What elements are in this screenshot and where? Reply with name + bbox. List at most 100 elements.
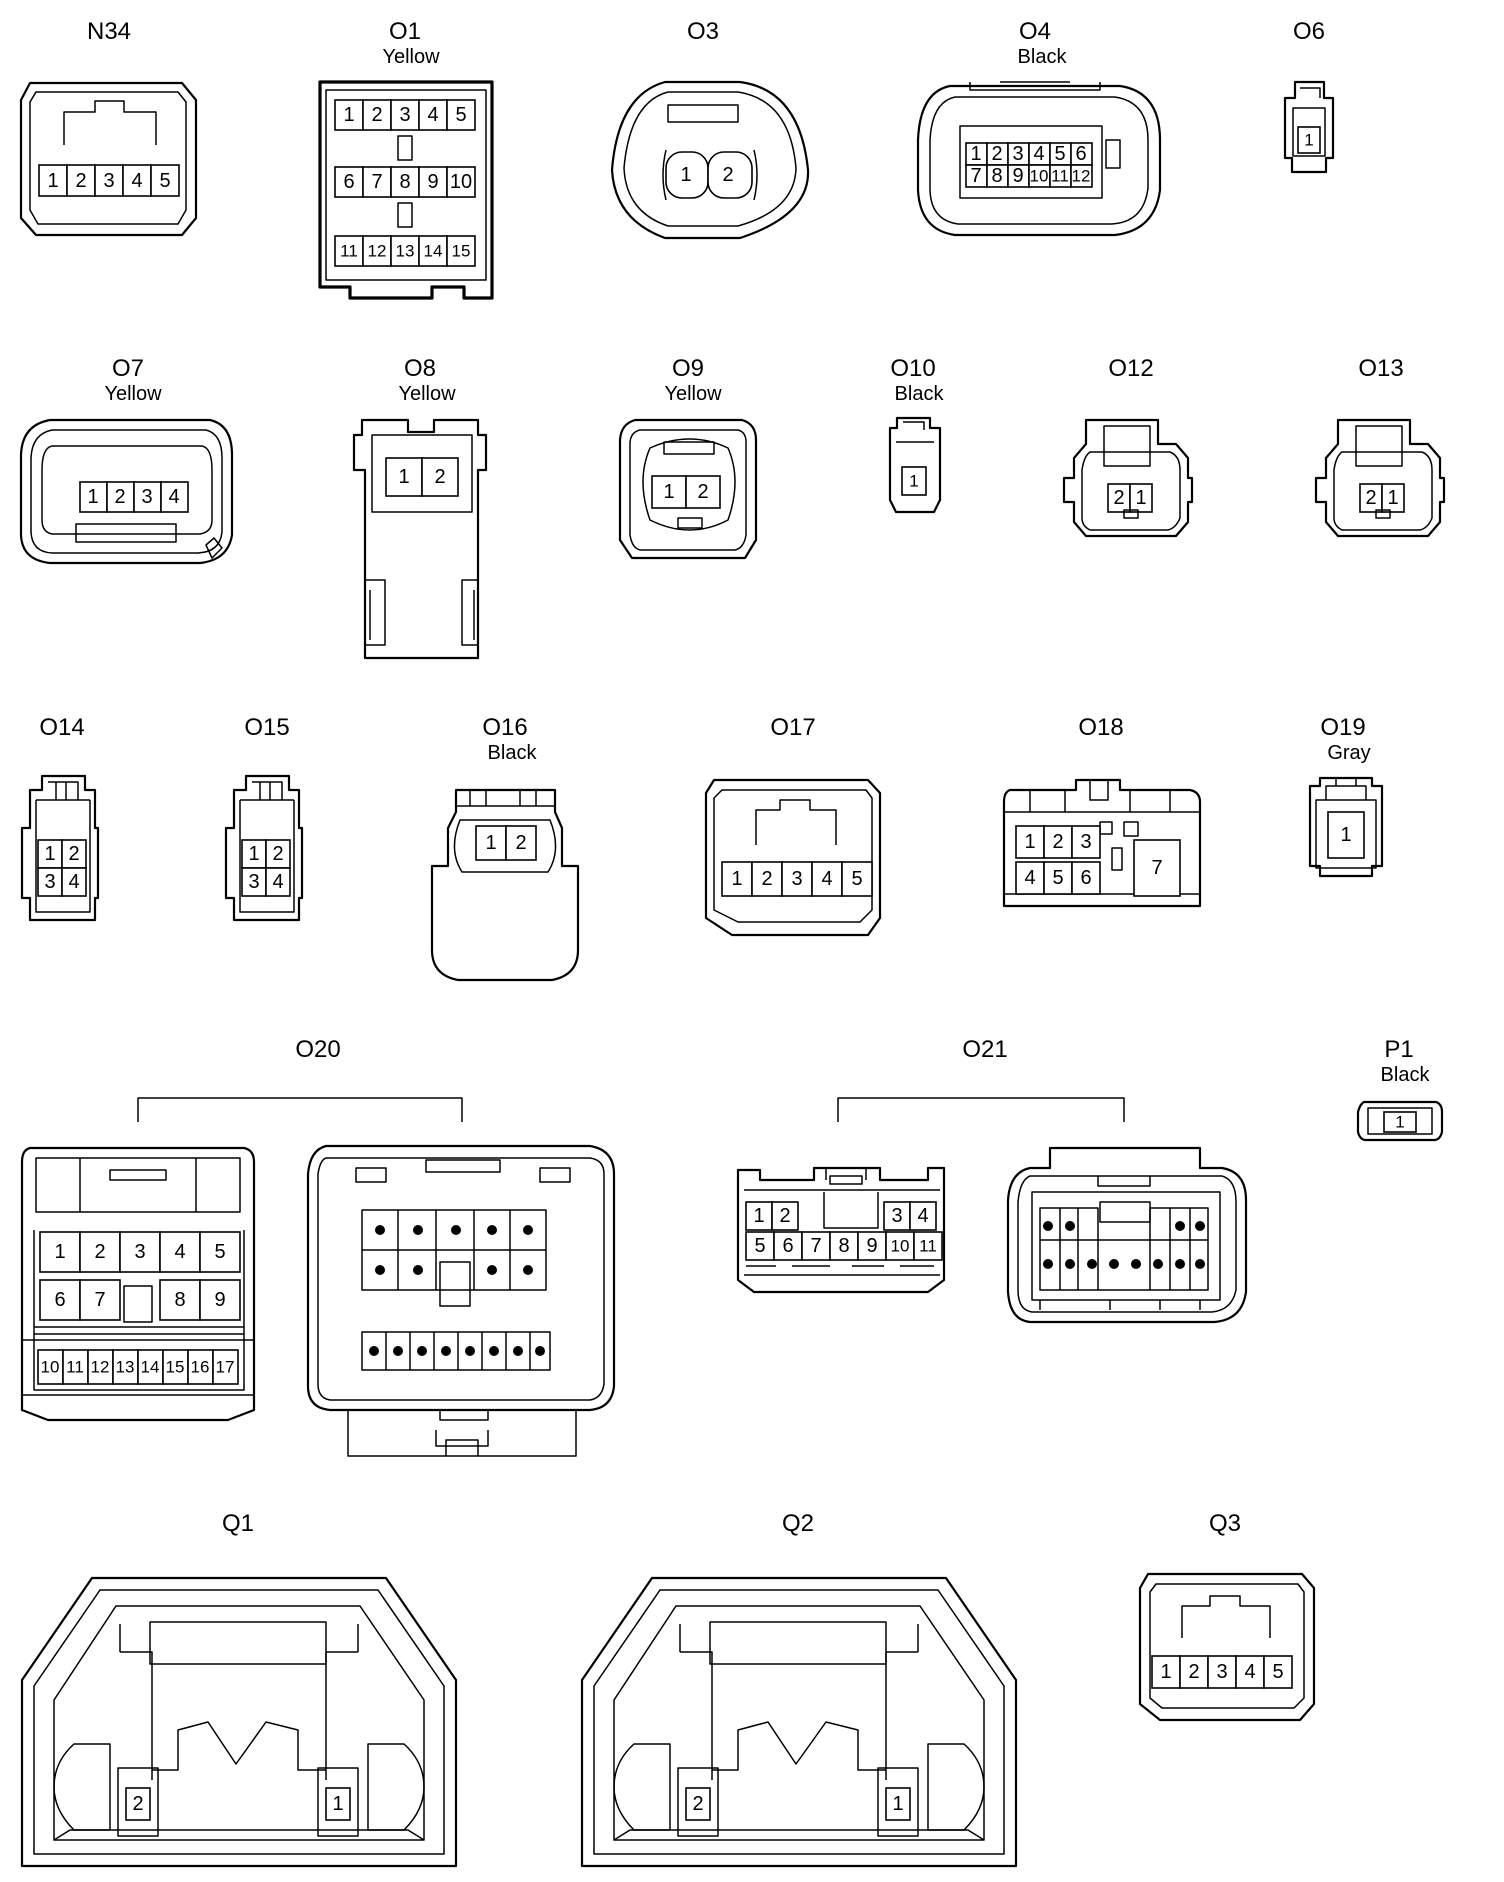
connector-P1: P1 Black 1 xyxy=(1356,1036,1444,1142)
pin-number: 12 xyxy=(1072,167,1091,186)
pin-number: 4 xyxy=(1024,867,1035,889)
connector-color: Yellow xyxy=(664,383,722,405)
pin-cavity xyxy=(265,867,291,897)
pin-number: 16 xyxy=(191,1358,210,1377)
pin-number: 1 xyxy=(343,104,354,126)
pin-cavity xyxy=(241,839,267,869)
connector-label: O13 xyxy=(1358,355,1403,382)
pin-number: 1 xyxy=(1340,824,1351,846)
connector-Q1: Q1 2 1 xyxy=(20,1510,458,1868)
pin-number: 10 xyxy=(450,171,472,193)
pin-cavity xyxy=(1327,811,1365,859)
pin-cavity xyxy=(1207,1655,1237,1689)
pin-number: 4 xyxy=(821,868,832,890)
pin-number: 5 xyxy=(851,868,862,890)
pin-number: 4 xyxy=(131,170,142,192)
pin-cavity xyxy=(811,861,843,897)
pin-cavity xyxy=(334,235,364,267)
connector-O15: O15 1 2 3 4 xyxy=(224,714,304,922)
connector-O17: O17 1 2 3 4 5 xyxy=(704,714,882,937)
pin-cavity xyxy=(385,457,423,497)
pin-number: 4 xyxy=(272,871,283,893)
pin-number: 1 xyxy=(663,481,674,503)
pin-number: 2 xyxy=(697,481,708,503)
pin-number: 3 xyxy=(1012,143,1023,165)
connector-label: O4 xyxy=(1019,18,1051,45)
pin-cavity xyxy=(857,1231,887,1261)
pin-cavity xyxy=(1015,825,1045,859)
pin-number: 9 xyxy=(1012,165,1023,187)
pin-number: 6 xyxy=(1080,867,1091,889)
pin-number: 4 xyxy=(1033,143,1044,165)
connector-label: N34 xyxy=(87,18,131,45)
pin-cavity xyxy=(685,1787,711,1821)
pin-cavity xyxy=(446,166,476,198)
connector-label: O10 xyxy=(890,355,935,382)
pin-cavity xyxy=(241,867,267,897)
pin-number: 2 xyxy=(692,1793,703,1815)
connector-O7: O7 Yellow 1 2 3 4 xyxy=(19,355,234,565)
pin-cavity xyxy=(1381,483,1405,513)
pin-cavity xyxy=(1235,1655,1265,1689)
pin-number: 2 xyxy=(68,843,79,865)
pin-number: 1 xyxy=(1304,131,1313,150)
connector-label: O3 xyxy=(687,18,719,45)
connector-O12: O12 2 1 xyxy=(1062,355,1194,538)
pin-cavity xyxy=(721,861,753,897)
connector-color: Yellow xyxy=(382,46,440,68)
pin-number: 2 xyxy=(1365,487,1376,509)
connector-label: O14 xyxy=(39,714,84,741)
pin-number: 6 xyxy=(343,171,354,193)
pin-cavity xyxy=(1070,164,1093,188)
pin-number: 14 xyxy=(424,242,443,261)
pin-cavity xyxy=(79,1279,121,1321)
pin-number: 1 xyxy=(398,466,409,488)
connector-label: O12 xyxy=(1108,355,1153,382)
connector-label: P1 xyxy=(1384,1036,1413,1063)
pin-cavity xyxy=(841,861,873,897)
pin-cavity xyxy=(505,825,537,861)
pin-number: 1 xyxy=(485,832,496,854)
pin-number: 1 xyxy=(1135,487,1146,509)
pin-cavity xyxy=(1129,483,1153,513)
pin-number: 7 xyxy=(810,1235,821,1257)
pin-number: 3 xyxy=(134,1241,145,1263)
pin-number: 1 xyxy=(1160,1661,1171,1683)
pin-cavity xyxy=(199,1231,241,1273)
pin-number: 8 xyxy=(174,1289,185,1311)
connector-Q3: Q3 1 2 3 4 5 xyxy=(1138,1510,1316,1722)
pin-number: 2 xyxy=(94,1241,105,1263)
pin-cavity xyxy=(1071,861,1101,895)
connector-label: O15 xyxy=(244,714,289,741)
pin-cavity xyxy=(150,164,180,197)
pin-number: 2 xyxy=(722,164,733,186)
pin-number: 13 xyxy=(396,242,415,261)
connector-O6: O6 1 xyxy=(1283,18,1335,174)
pin-number: 2 xyxy=(1113,487,1124,509)
pin-number: 5 xyxy=(1052,867,1063,889)
pin-number: 1 xyxy=(332,1793,343,1815)
pin-number: 5 xyxy=(455,104,466,126)
pin-number: 1 xyxy=(753,1205,764,1227)
connector-O8: O8 Yellow 1 2 xyxy=(352,355,488,660)
connector-label: Q3 xyxy=(1209,1510,1241,1537)
pin-number: 1 xyxy=(1024,831,1035,853)
pin-cavity xyxy=(1263,1655,1293,1689)
pin-number: 1 xyxy=(731,868,742,890)
pin-number: 3 xyxy=(1216,1661,1227,1683)
connector-O18: O18 1 2 3 4 5 6 7 xyxy=(1002,714,1202,908)
connector-color: Black xyxy=(1381,1064,1431,1086)
pin-number: 5 xyxy=(214,1241,225,1263)
pin-number: 11 xyxy=(340,242,358,261)
pin-number: 2 xyxy=(434,466,445,488)
connector-O4: O4 Black 1 2 3 4 5 6 7 8 9 10 11 12 xyxy=(916,18,1162,237)
connector-label: O17 xyxy=(770,714,815,741)
pin-number: 6 xyxy=(782,1235,793,1257)
pin-cavity xyxy=(421,457,459,497)
pin-cavity xyxy=(160,481,189,513)
pin-cavity xyxy=(1383,1111,1417,1133)
connector-O9: O9 Yellow 1 2 xyxy=(618,355,758,560)
connector-color: Yellow xyxy=(104,383,162,405)
pin-number: 10 xyxy=(41,1358,60,1377)
connector-O13: O13 2 1 xyxy=(1314,355,1446,538)
